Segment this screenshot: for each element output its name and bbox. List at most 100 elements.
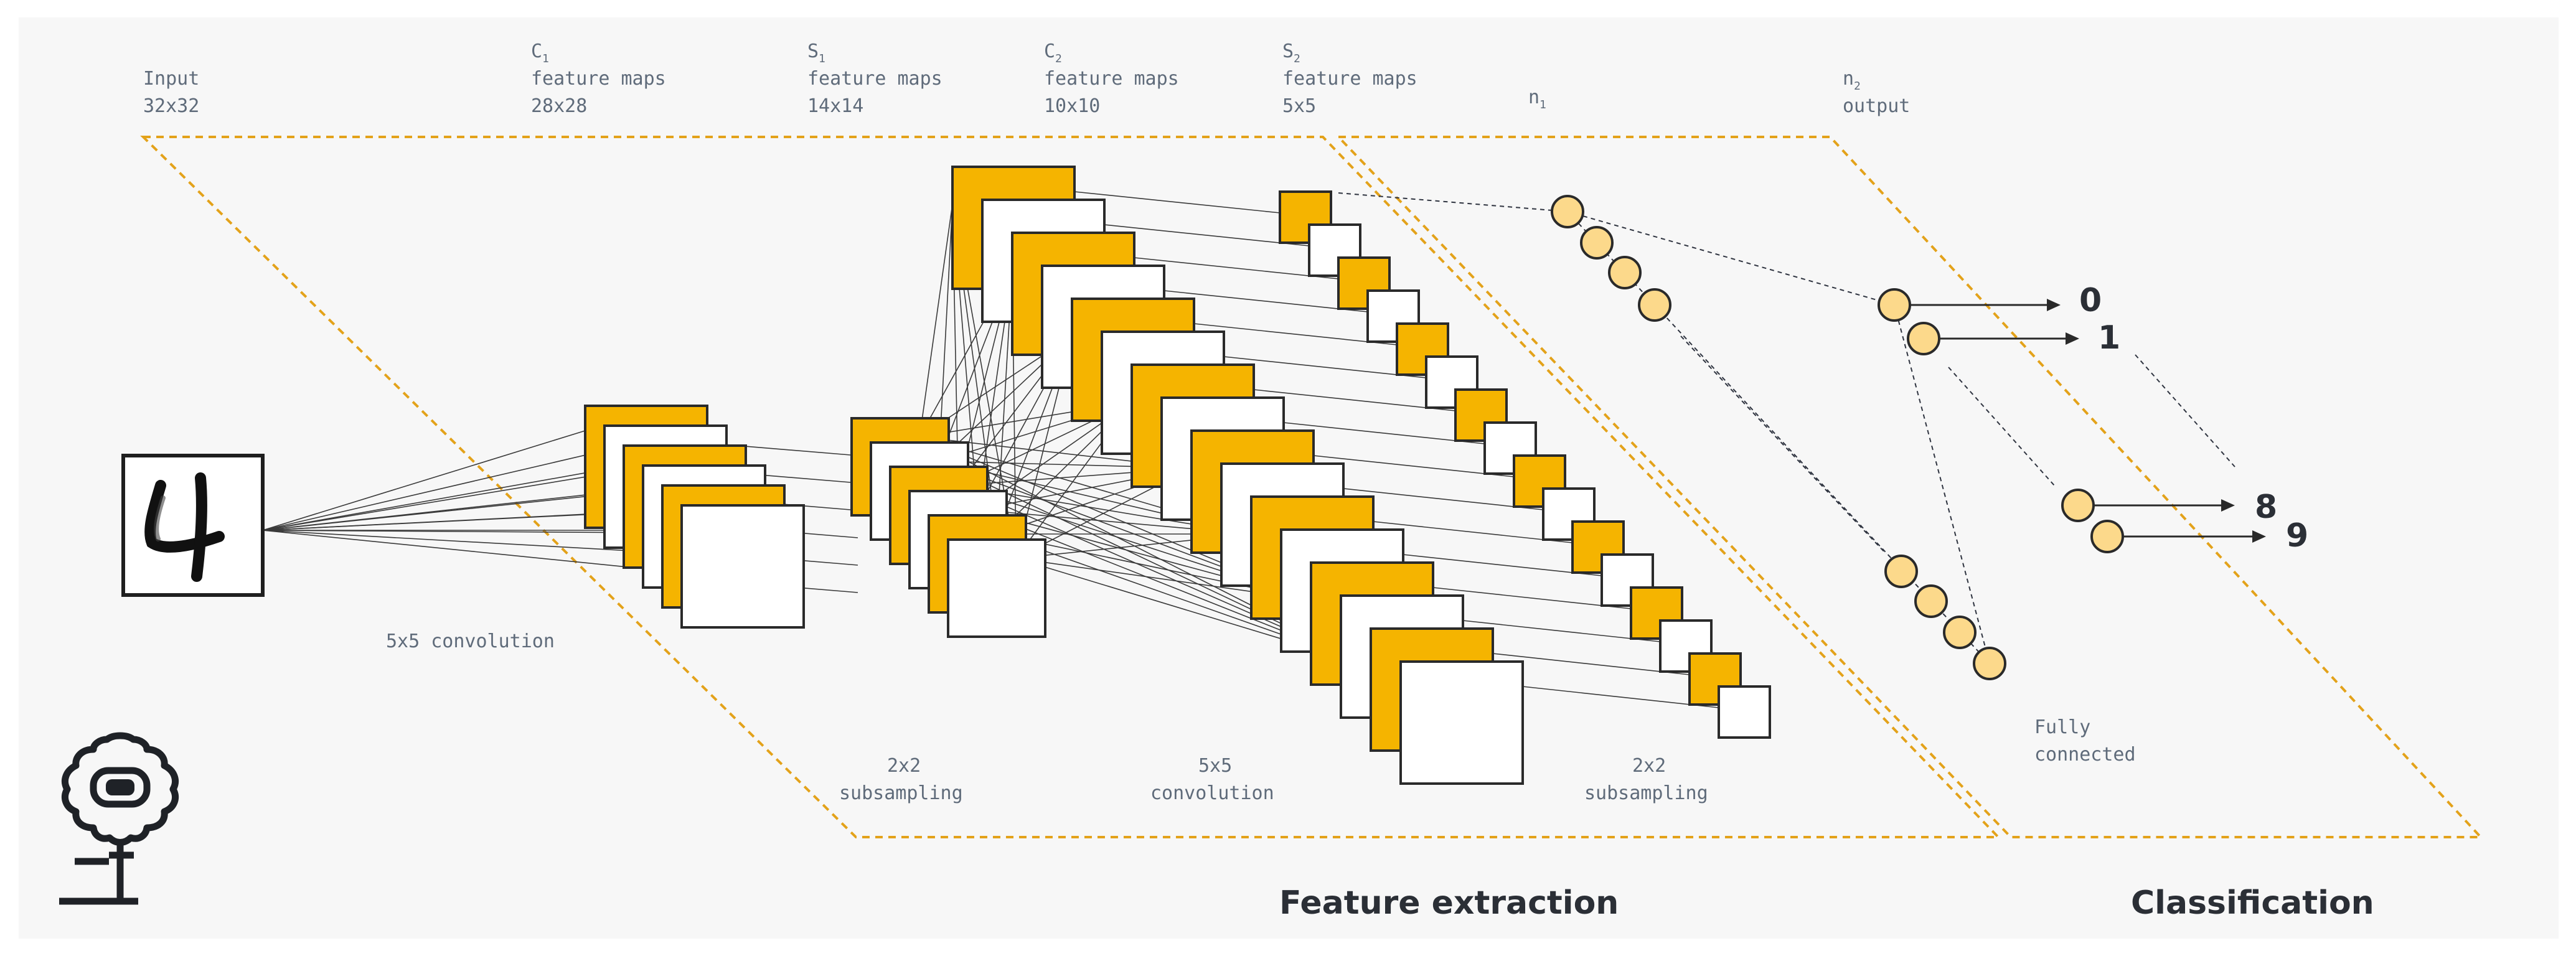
sub2-connection — [1313, 455, 1515, 477]
conv2-label-line2: convolution — [1150, 782, 1274, 804]
s2-label-line2: 5x5 — [1282, 95, 1316, 117]
sub2-connection — [1163, 290, 1368, 312]
s2-feature-map — [1513, 454, 1566, 508]
s1-label-line2: 14x14 — [807, 95, 863, 117]
sub2-connection — [1134, 257, 1339, 279]
conv1-connection — [262, 430, 586, 531]
sub2-connection — [1074, 191, 1281, 213]
feature-extraction-region — [140, 136, 2001, 838]
conv1-connection — [262, 530, 682, 573]
n1-to-n2-connection — [1567, 211, 1895, 306]
n1-connection — [1567, 211, 1990, 664]
operation-labels: 5x5 convolution 2x2 subsampling 5x5 conv… — [386, 630, 2136, 804]
c2-label-line1: feature maps — [1044, 68, 1179, 90]
fully-connected-region — [1335, 136, 2484, 838]
fc-label-line1: Fully — [2034, 716, 2090, 738]
c2-subscript: 2 — [1055, 52, 1062, 65]
output-digit-1: 1 — [2098, 319, 2120, 357]
fc-label-line2: connected — [2034, 744, 2136, 766]
output-arrow-head — [2221, 499, 2235, 512]
n2-connection — [1894, 304, 1990, 664]
conv1-connection — [262, 490, 644, 531]
conv1-connection — [262, 530, 663, 553]
c1-label-line1: feature maps — [531, 68, 666, 90]
n1-neuron — [1884, 555, 1918, 588]
s2-label-line1: feature maps — [1282, 68, 1417, 90]
n1-neuron — [1580, 226, 1614, 260]
stage-labels: Input 32x32 C 1 feature maps 28x28 S 1 f… — [143, 40, 1910, 117]
sub2-connection — [1492, 653, 1690, 675]
sub2-connection — [1343, 488, 1544, 510]
s1-subscript: 1 — [819, 52, 825, 65]
n1-neuron — [1608, 256, 1642, 289]
s1-feature-map — [947, 538, 1046, 638]
feature-extraction-title: Feature extraction — [1279, 884, 1619, 922]
handwritten-digit-image — [121, 454, 265, 597]
sub2-connection — [1403, 554, 1602, 576]
n1-neuron — [1551, 195, 1584, 228]
feature-maps — [584, 166, 1771, 785]
n2-subscript: 2 — [1854, 80, 1861, 93]
c2-letter: C — [1044, 40, 1055, 62]
n1-subscript: 1 — [1539, 98, 1546, 111]
sub2-connection — [1283, 422, 1485, 444]
neuron-connections — [1338, 192, 2235, 664]
output-arrow-head — [2066, 332, 2079, 345]
sub2-connection — [1223, 356, 1427, 378]
n2-label-line1: output — [1843, 95, 1910, 117]
n1-neuron — [1943, 616, 1977, 649]
n2-neuron — [1878, 288, 1911, 322]
c1-subscript: 1 — [542, 52, 549, 65]
conv1-connection — [262, 472, 586, 531]
c2-feature-map — [1399, 660, 1524, 785]
output-digit-9: 9 — [2286, 517, 2308, 555]
output-arrow-head — [2047, 299, 2061, 311]
output-digit-8: 8 — [2255, 489, 2277, 526]
output-arrow-head — [2252, 530, 2266, 543]
output-ellipsis-connection — [2135, 354, 2235, 467]
n1-neuron — [1973, 647, 2006, 680]
sub2-connection — [1104, 224, 1310, 246]
n1-letter: n — [1528, 87, 1539, 108]
sub1-label-line1: 2x2 — [887, 755, 921, 777]
sub2-connection — [1373, 521, 1573, 543]
sub1-label-line2: subsampling — [839, 782, 963, 804]
s2-letter: S — [1282, 40, 1294, 62]
s2-to-n1-connection — [1338, 192, 1568, 212]
c1-feature-map — [680, 504, 805, 629]
sub2-connection — [1522, 686, 1719, 708]
sub2-label-line1: 2x2 — [1632, 755, 1666, 777]
n2-neuron — [2090, 520, 2124, 553]
output-digit-0: 0 — [2079, 282, 2102, 319]
n1-ellipsis-connection — [1680, 335, 1887, 555]
gear-flower-icon — [59, 732, 179, 905]
conv1-connection — [262, 450, 605, 531]
sub2-connection — [1462, 620, 1661, 642]
conv2-label-line1: 5x5 — [1198, 755, 1232, 777]
conv1-connection — [262, 470, 624, 531]
s1-label-line1: feature maps — [807, 68, 942, 90]
n2-neuron — [1907, 322, 1940, 355]
conv1-label: 5x5 convolution — [386, 630, 555, 652]
sub2-connection — [1432, 587, 1632, 609]
output-digits: 0 1 8 9 — [2079, 282, 2308, 555]
s2-feature-map — [1396, 322, 1449, 376]
s2-subscript: 2 — [1294, 52, 1300, 65]
n2-ellipsis-connection — [1948, 367, 2055, 486]
n2-neuron — [2061, 489, 2095, 522]
n1-neuron — [1638, 288, 1671, 322]
n2-letter: n — [1843, 68, 1854, 90]
sub2-connection — [1253, 389, 1456, 411]
input-label-line1: Input — [143, 68, 199, 90]
c1-letter: C — [531, 40, 542, 62]
c1-label-line2: 28x28 — [531, 95, 587, 117]
c2-label-line2: 10x10 — [1044, 95, 1100, 117]
sub2-connection — [1193, 323, 1398, 345]
input-label-line2: 32x32 — [143, 95, 199, 117]
n1-neuron — [1914, 584, 1948, 618]
output-arrows — [1910, 299, 2266, 543]
s2-feature-map — [1718, 685, 1771, 739]
sub2-label-line2: subsampling — [1584, 782, 1708, 804]
conv2-connection — [919, 204, 953, 438]
